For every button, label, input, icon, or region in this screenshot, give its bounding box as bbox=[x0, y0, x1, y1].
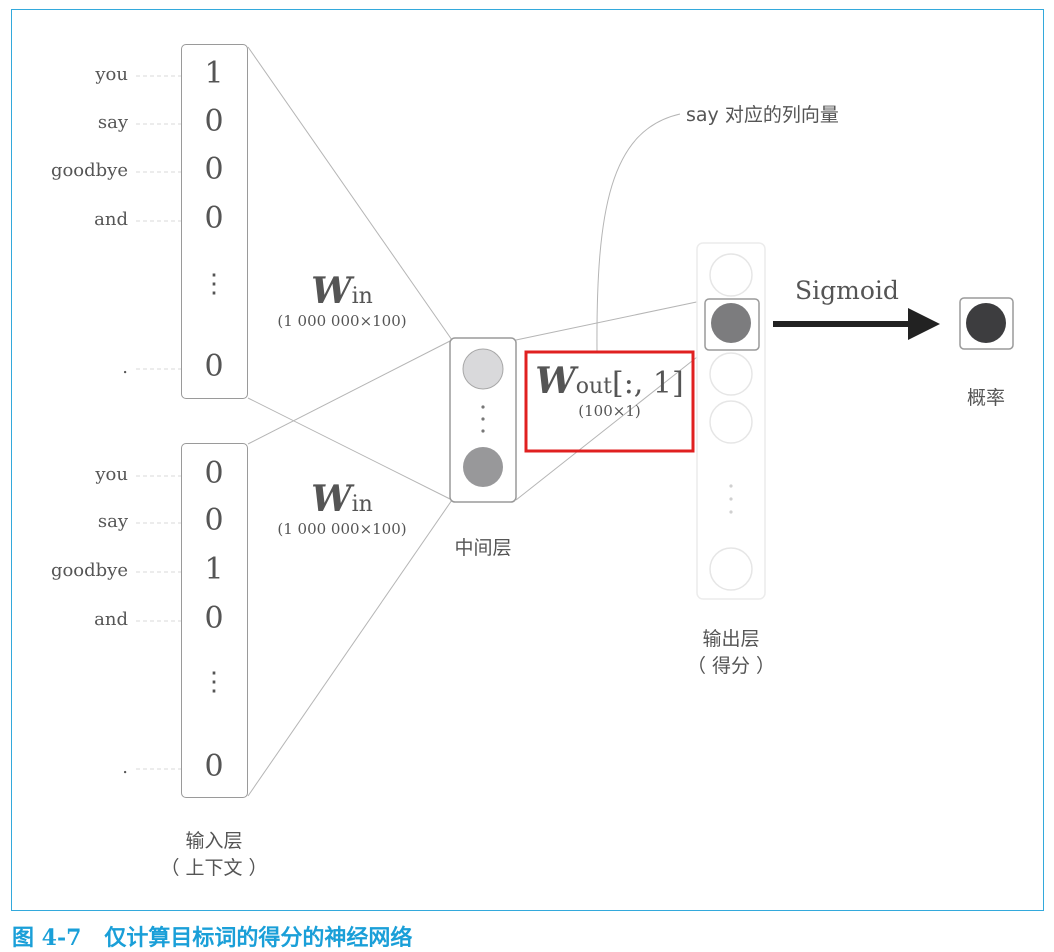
w-in-symbol: W bbox=[311, 478, 352, 520]
word-label: goodbye bbox=[50, 560, 128, 581]
w-in-label-bottom: Win (1 000 000×100) bbox=[262, 478, 422, 538]
w-in-dims: (1 000 000×100) bbox=[277, 520, 407, 538]
input-layer-label: 输入层 （ 上下文 ） bbox=[154, 826, 274, 880]
connection-line bbox=[515, 349, 707, 501]
connection-line bbox=[515, 299, 707, 341]
word-label: you bbox=[95, 464, 128, 485]
connection-line bbox=[247, 499, 453, 797]
one-hot-value: 0 bbox=[204, 456, 224, 491]
w-in-dims: (1 000 000×100) bbox=[277, 312, 407, 330]
figure-number: 图 4-7 bbox=[12, 925, 82, 951]
one-hot-value: 0 bbox=[204, 749, 224, 784]
hidden-dots bbox=[481, 429, 485, 433]
w-in-label-top: Win (1 000 000×100) bbox=[262, 270, 422, 330]
output-dots bbox=[729, 510, 733, 514]
one-hot-value: 1 bbox=[204, 56, 224, 91]
one-hot-value: 0 bbox=[204, 152, 224, 187]
word-label: . bbox=[122, 757, 128, 778]
say-output-neuron bbox=[711, 303, 751, 343]
input-vector-bottom bbox=[181, 443, 248, 798]
figure-caption: 图 4-7 仅计算目标词的得分的神经网络 bbox=[12, 920, 412, 952]
one-hot-value: 0 bbox=[204, 349, 224, 384]
input-layer-title: 输入层 bbox=[185, 830, 243, 852]
hidden-neuron-top bbox=[462, 348, 504, 390]
hidden-neuron-bottom bbox=[463, 447, 503, 487]
word-label: you bbox=[95, 64, 128, 85]
figure-frame bbox=[11, 9, 1044, 911]
one-hot-value: 0 bbox=[204, 201, 224, 236]
input-layer-subtitle: （ 上下文 ） bbox=[160, 857, 268, 879]
output-layer-title: 输出层 bbox=[702, 628, 760, 650]
one-hot-value: 0 bbox=[204, 104, 224, 139]
one-hot-value: 1 bbox=[204, 552, 224, 587]
w-in-subscript: in bbox=[351, 284, 373, 309]
word-label: goodbye bbox=[50, 160, 128, 181]
hidden-layer-label: 中间层 bbox=[454, 537, 512, 559]
word-label: say bbox=[97, 511, 128, 532]
probability-neuron bbox=[966, 303, 1006, 343]
sigmoid-label: Sigmoid bbox=[795, 276, 899, 305]
pointer-curve bbox=[596, 113, 681, 353]
output-neuron-faded bbox=[709, 253, 753, 297]
w-out-dims: (100×1) bbox=[578, 402, 641, 420]
sigmoid-arrow-head bbox=[908, 308, 940, 340]
word-label: and bbox=[94, 609, 128, 630]
output-layer-subtitle: （ 得分 ） bbox=[686, 655, 776, 677]
output-dots bbox=[729, 484, 733, 488]
output-layer-label: 输出层 （ 得分 ） bbox=[671, 624, 791, 678]
w-out-highlight bbox=[524, 350, 695, 453]
w-in-symbol: W bbox=[311, 270, 352, 312]
output-neuron-faded bbox=[709, 400, 753, 444]
w-out-subscript: out bbox=[575, 374, 612, 399]
vertical-ellipsis: ⋮ bbox=[201, 269, 227, 299]
w-out-symbol: W bbox=[535, 360, 576, 402]
w-in-subscript: in bbox=[351, 492, 373, 517]
connection-line bbox=[247, 46, 453, 341]
probability-label: 概率 bbox=[966, 387, 1005, 409]
connection-line bbox=[247, 339, 453, 445]
word-label: . bbox=[122, 357, 128, 378]
hidden-dots bbox=[481, 405, 485, 409]
input-vector-top bbox=[181, 44, 248, 399]
output-neuron-faded bbox=[709, 547, 753, 591]
vertical-ellipsis: ⋮ bbox=[201, 667, 227, 697]
hidden-dots bbox=[481, 417, 485, 421]
connection-line bbox=[247, 397, 453, 501]
one-hot-value: 0 bbox=[204, 503, 224, 538]
w-out-index: [:, 1] bbox=[612, 366, 684, 401]
word-label: say bbox=[97, 112, 128, 133]
word-label: and bbox=[94, 209, 128, 230]
figure-title: 仅计算目标词的得分的神经网络 bbox=[104, 926, 413, 951]
output-neuron-faded bbox=[709, 352, 753, 396]
one-hot-value: 0 bbox=[204, 601, 224, 636]
output-dots bbox=[729, 497, 733, 501]
w-out-label: Wout[:, 1] (100×1) bbox=[526, 360, 693, 420]
say-column-label: say 对应的列向量 bbox=[686, 104, 839, 126]
